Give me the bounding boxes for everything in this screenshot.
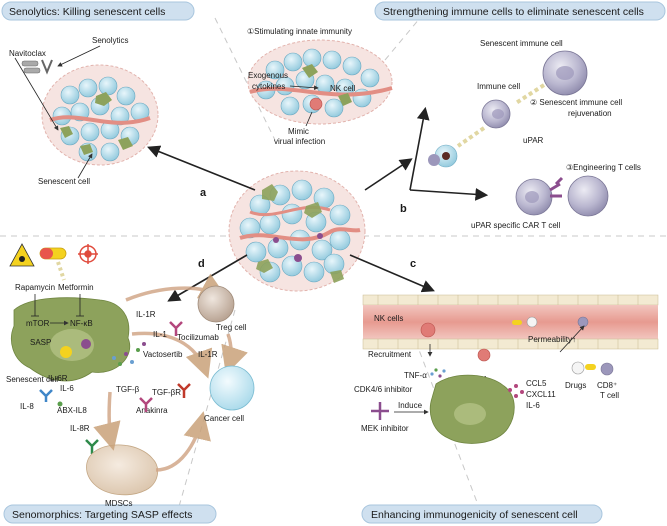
senescent-cell-label-d: Senescent cell (6, 375, 58, 384)
tnf-label: TNF-α (404, 371, 427, 380)
engineering-tcells-label: ③Engineering T cells (566, 163, 641, 172)
il6-label-c: IL-6 (526, 401, 540, 410)
rapamycin-label: Rapamycin (15, 283, 55, 292)
il6r-receptor-icon (39, 389, 53, 402)
svg-text:Senomorphics: Targeting SASP e: Senomorphics: Targeting SASP effects (12, 509, 192, 521)
nk-cell-label: NK cell (330, 84, 356, 93)
attack-dashed-arrow (456, 126, 486, 148)
arrow-label-c: c (410, 258, 416, 270)
cytokine-dots (430, 368, 446, 378)
car-t-label: uPAR specific CAR T cell (471, 221, 561, 230)
svg-text:Senolytics: Killing senescent: Senolytics: Killing senescent cells (9, 6, 165, 18)
svg-text:Enhancing immunogenicity of se: Enhancing immunogenicity of senescent ce… (371, 509, 578, 521)
mek-label: MEK inhibitor (361, 424, 409, 433)
senescent-cell-d (11, 297, 131, 382)
mdscs-cell (86, 444, 159, 496)
senescent-cell-c (429, 374, 515, 444)
permeability-label: Permeability↑ (528, 335, 576, 344)
inhibition-lines-mtor (31, 294, 84, 317)
cd8-label: CD8⁺ (597, 381, 617, 390)
sasp-label: SASP (30, 338, 51, 347)
senescent-cell-label-a: Senescent cell (38, 177, 90, 186)
target-senescent-cell (567, 175, 609, 217)
rejuvenation-label-2: rejuvenation (568, 109, 612, 118)
immune-attacking-senescent-cell (428, 144, 458, 168)
upar-label: uPAR (523, 136, 544, 145)
tocilizumab-label: Tocilizumab (177, 333, 219, 342)
rejuvenation-label-1: ② Senescent immune cell (530, 98, 622, 107)
ccl5-label: CCL5 (526, 379, 547, 388)
sasp-dots (112, 342, 146, 366)
rejuvenation-dashed-arrow (514, 83, 546, 105)
cd8-tcell-icon (600, 362, 614, 376)
panel-title-senolytics: Senolytics: Killing senescent cells (1, 1, 195, 21)
mek-inhibitor-plus-icon (371, 402, 389, 420)
exogenous-cytokines-label-1: Exogenous (248, 71, 288, 80)
anakinra-label: Anakinra (136, 406, 168, 415)
svg-text:Strengthening immune cells to: Strengthening immune cells to eliminate … (383, 6, 644, 18)
il8-label: IL-8 (20, 402, 34, 411)
central-tissue-cluster (228, 170, 366, 292)
anakinra-receptor-icon (139, 397, 153, 412)
arrow-label-d: d (198, 258, 205, 270)
panel-title-senomorphics: Senomorphics: Targeting SASP effects (3, 504, 217, 524)
blood-vessel (362, 294, 659, 350)
senolytics-tissue (41, 64, 159, 166)
treg-cell (197, 285, 235, 323)
immune-cell-label: Immune cell (477, 82, 520, 91)
cancer-cell-label: Cancer cell (204, 414, 244, 423)
nk-cell-extravasated (477, 348, 491, 362)
nfkb-label: NF-κB (70, 319, 93, 328)
mtor-label: mTOR (26, 319, 50, 328)
tgfb-label: TGF-β (116, 385, 140, 394)
senescent-immune-cell-label: Senescent immune cell (480, 39, 563, 48)
tgfbr-label: TGF-βR (152, 388, 181, 397)
il6r-label: IL-6R (48, 374, 68, 383)
nk-cells-label: NK cells (374, 314, 403, 323)
upar-receptor-icon (549, 176, 564, 198)
arrow-label-b: b (400, 203, 407, 215)
il1-label: IL-1 (153, 330, 167, 339)
arrow-label-a: a (200, 187, 207, 199)
treg-label: Treg cell (216, 323, 247, 332)
il8r-label: IL-8R (70, 424, 90, 433)
il1r-receptor-icon (169, 321, 183, 336)
exogenous-cytokines-label-2: cytokines (252, 82, 285, 91)
vessel-arrows (427, 325, 585, 357)
vactosertib-label: Vactosertib (143, 350, 183, 359)
tcell-label: T cell (600, 391, 619, 400)
cxcl11-label: CXCL11 (526, 390, 556, 399)
stimulating-immunity-label: ①Stimulating innate immunity (247, 27, 352, 36)
tgfbr-receptor-icon (177, 383, 191, 398)
drugs-label: Drugs (565, 381, 586, 390)
viral-infection-label: virual infection (274, 137, 325, 146)
chemokine-dots (508, 384, 524, 398)
mimic-label: Mimic (288, 127, 309, 136)
target-crosshair-icon (78, 244, 98, 264)
abx-il8-label: ABX-IL8 (57, 406, 87, 415)
navitoclax-pill-icon (21, 59, 53, 75)
navitoclax-label: Navitoclax (9, 49, 46, 58)
metformin-label: Metformin (58, 283, 94, 292)
senolytics-label: Senolytics (92, 36, 128, 45)
radiation-icon (9, 243, 35, 267)
il1r-label-b: IL-1R (198, 350, 218, 359)
drug-capsule-icon (39, 247, 67, 260)
senolytics-pointer-lines (14, 45, 101, 179)
panel-title-immunogenicity: Enhancing immunogenicity of senescent ce… (361, 504, 603, 524)
mdscs-label: MDSCs (105, 499, 133, 508)
drug-dashed-arrow (56, 261, 66, 281)
cdk46-label: CDK4/6 inhibitor (354, 385, 413, 394)
panel-title-immune: Strengthening immune cells to eliminate … (374, 1, 666, 21)
drugs-icon (571, 361, 596, 375)
virus-particle (309, 97, 323, 111)
induce-label: Induce (398, 401, 423, 410)
il1r-label-a: IL-1R (136, 310, 156, 319)
immune-tissue (247, 39, 393, 125)
il6-label: IL-6 (60, 384, 74, 393)
recruitment-label: Recruitment (368, 350, 412, 359)
cancer-cell (209, 365, 255, 411)
